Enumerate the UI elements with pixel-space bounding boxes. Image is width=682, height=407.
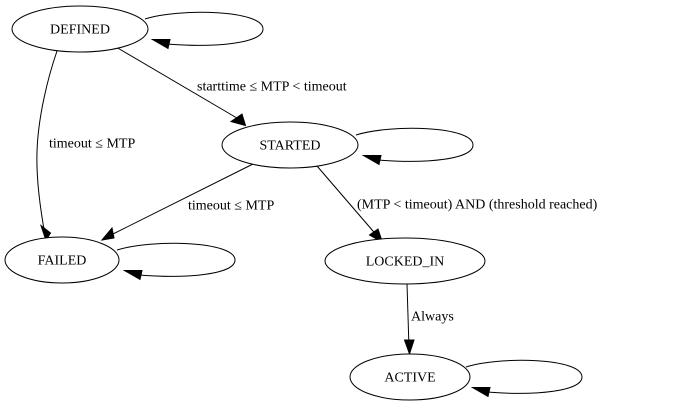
node-active[interactable]: ACTIVE (349, 353, 471, 401)
edge-started-self-path (355, 127, 474, 162)
edge-locked-in-active: Always (403, 283, 454, 356)
edge-defined-failed: timeout ≤ MTP (36, 50, 135, 242)
edge-active-self-path (465, 359, 583, 394)
edge-label-defined-failed: timeout ≤ MTP (49, 137, 135, 152)
edge-defined-failed-path (36, 50, 58, 236)
edge-failed-self-arrowhead (122, 270, 143, 281)
node-defined[interactable]: DEFINED (11, 5, 149, 53)
edge-started-locked-in: (MTP < timeout) AND (threshold reached) (316, 165, 598, 244)
edge-started-failed-arrowhead (100, 226, 115, 241)
node-active-ellipse[interactable] (349, 353, 471, 401)
edge-defined-self (144, 11, 264, 50)
edge-started-failed: timeout ≤ MTP (100, 163, 274, 241)
edge-failed-self-path (116, 242, 236, 277)
edge-active-self (465, 359, 583, 398)
edge-label-started-failed: timeout ≤ MTP (188, 199, 274, 214)
edge-defined-self-arrowhead (150, 39, 171, 50)
edge-defined-started-arrowhead (229, 113, 247, 127)
edge-locked-in-active-arrowhead (403, 339, 415, 356)
edge-active-self-arrowhead (470, 387, 491, 398)
node-failed-label: FAILED (38, 254, 87, 269)
node-started-ellipse[interactable] (221, 121, 359, 169)
edge-defined-self-path (144, 11, 264, 46)
edge-label-locked-in-active: Always (411, 310, 454, 325)
edge-defined-started: starttime ≤ MTP < timeout (115, 46, 347, 127)
node-locked-in[interactable]: LOCKED_IN (324, 237, 486, 285)
edge-label-defined-started: starttime ≤ MTP < timeout (197, 80, 347, 95)
edge-label-started-locked-in: (MTP < timeout) AND (threshold reached) (357, 198, 598, 213)
edge-defined-started-path (115, 46, 243, 122)
edge-started-locked-in-path (316, 165, 380, 239)
edge-started-self-arrowhead (361, 155, 382, 166)
edge-started-failed-path (106, 163, 254, 238)
edge-failed-self (116, 242, 236, 281)
node-started-label: STARTED (259, 139, 320, 154)
node-failed-ellipse[interactable] (4, 236, 120, 284)
node-locked-in-ellipse[interactable] (324, 237, 486, 285)
edge-defined-failed-arrowhead (39, 224, 52, 242)
node-started[interactable]: STARTED (221, 121, 359, 169)
node-failed[interactable]: FAILED (4, 236, 120, 284)
node-defined-label: DEFINED (50, 23, 110, 38)
node-defined-ellipse[interactable] (11, 5, 149, 53)
node-active-label: ACTIVE (384, 371, 435, 386)
edge-locked-in-active-path (406, 283, 410, 349)
node-locked-in-label: LOCKED_IN (366, 255, 445, 270)
edge-started-self (355, 127, 474, 166)
